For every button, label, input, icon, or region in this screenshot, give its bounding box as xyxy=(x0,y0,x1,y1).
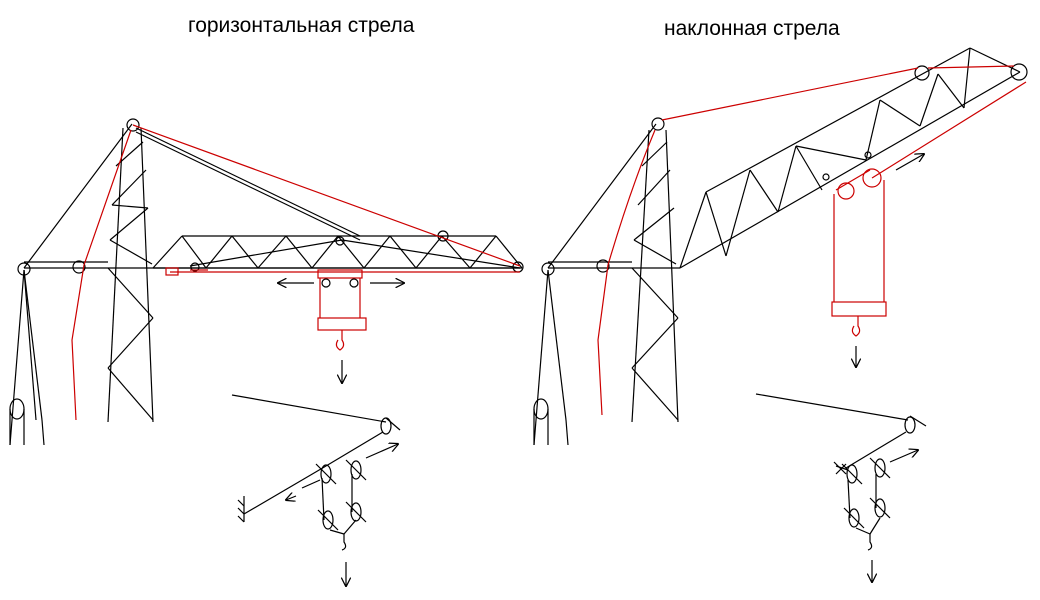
left-pulleys xyxy=(9,118,524,445)
trolley-arrows xyxy=(278,283,404,383)
left-tower xyxy=(107,127,154,423)
horizontal-boom-truss xyxy=(152,235,523,269)
right-pulleys xyxy=(533,63,1028,445)
right-guy-lines xyxy=(533,123,680,446)
right-tower xyxy=(631,129,679,423)
inclined-boom-ropes xyxy=(597,65,1027,416)
inclined-boom-crane xyxy=(533,47,1028,446)
title-horizontal-boom: горизонтальная стрела xyxy=(188,14,415,37)
inclined-boom-truss xyxy=(679,47,1021,269)
horizontal-boom-ropes xyxy=(71,124,521,421)
inclined-boom-reeving-schematic xyxy=(755,393,927,582)
horizontal-boom-reeving-schematic xyxy=(231,394,401,586)
left-guy-lines xyxy=(9,123,520,446)
horizontal-boom-crane xyxy=(9,118,524,446)
inclined-trolley-arrows xyxy=(856,154,924,367)
title-inclined-boom: наклонная стрела xyxy=(664,17,840,40)
